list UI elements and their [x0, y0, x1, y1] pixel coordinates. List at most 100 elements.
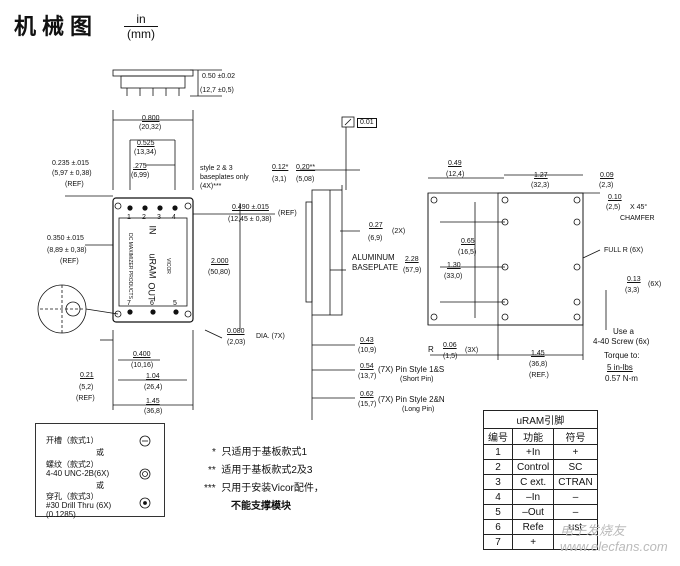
cell: +In — [511, 444, 555, 460]
label-chamfer: CHAMFER — [620, 215, 655, 222]
dim-104: 1.04 — [146, 373, 160, 380]
dim-130: 1.30 — [447, 262, 461, 269]
dim-021-mm: (5,2) — [79, 384, 94, 391]
cell: CTRAN — [553, 474, 598, 490]
dim-065: 0.65 — [461, 238, 475, 245]
pin-label-1: 1 — [127, 214, 131, 221]
footnote-2: ** 适用于基板款式2及3 — [208, 464, 312, 477]
cell: 5 — [483, 504, 513, 520]
label-x45: X 45° — [630, 204, 648, 211]
header-number: 编号 — [483, 428, 513, 445]
cell: –In — [511, 489, 555, 505]
legend-thread-spec: 4-40 UNC-2B(6X) — [46, 469, 110, 478]
footnote-4: 不能支撑模块 — [231, 500, 291, 513]
pin-label-6: 6 — [150, 300, 154, 307]
dim-ref-5: (REF.) — [529, 372, 549, 379]
dim-104-mm: (26,4) — [144, 384, 163, 391]
page-title: 机械图 — [14, 14, 99, 39]
dim-275-mm: (6,99) — [131, 172, 150, 179]
cell: + — [553, 444, 598, 460]
dim-054-mm: (13,7) — [358, 373, 377, 380]
dim-0235: 0.235 ±.015 — [52, 160, 89, 167]
label-torque-nm: 0.57 N-m — [605, 374, 638, 383]
table-row: 1+In+ — [483, 444, 598, 460]
footnote-1-text: 只适用于基板款式1 — [221, 447, 308, 458]
dim-0350: 0.350 ±.015 — [47, 235, 84, 242]
dim-0080-mm: (2,03) — [227, 339, 246, 346]
module-side-text: DC MAXIMIZER PRODUCTS — [126, 233, 133, 299]
dim-0350-mm: (8,89 ± 0,38) — [47, 247, 87, 254]
dim-ref-2: (REF) — [278, 210, 297, 217]
dim-0800-mm: (20,32) — [139, 124, 162, 131]
cell: Refe — [511, 519, 555, 535]
dim-006-mm: (1,5) — [443, 353, 458, 360]
dim-0800: 0.800 — [142, 115, 160, 122]
dim-145a-mm: (36,8) — [144, 408, 163, 415]
dim-dia-7x: DIA. (7X) — [256, 333, 285, 340]
legend-icons — [139, 435, 151, 509]
label-use: Use a — [613, 327, 634, 336]
cell: – — [553, 489, 598, 505]
footnote-3-text: 只用于安装Vicor配件， — [221, 483, 324, 494]
legend-drill-dim: (0.1285) — [46, 510, 76, 519]
label-short-pin: (Short Pin) — [400, 376, 434, 383]
pin-table-header: 编号 功能 符号 — [483, 428, 598, 445]
table-row: 4–In– — [483, 489, 598, 505]
dim-130-mm: (33,0) — [444, 273, 463, 280]
cell: 6 — [483, 519, 513, 535]
dim-013: 0.13 — [627, 276, 641, 283]
dim-009-mm: (2,3) — [599, 182, 614, 189]
cell: 3 — [483, 474, 513, 490]
dim-049: 0.49 — [448, 160, 462, 167]
dim-228: 2.28 — [405, 256, 419, 263]
cell: 2 — [483, 459, 513, 475]
legend-or-2: 或 — [96, 481, 104, 490]
label-torque: Torque to: — [604, 351, 640, 360]
dim-027-mm: (6,9) — [368, 235, 383, 242]
dim-0235-mm: (5,97 ± 0,38) — [52, 170, 92, 177]
note-baseplates-only: baseplates only — [200, 174, 249, 181]
pin-label-2: 2 — [142, 214, 146, 221]
legend-box: 开槽（款式1） 或 螺纹（款式2） 4-40 UNC-2B(6X) 或 穿孔（款… — [35, 423, 165, 519]
footnote-2-mark: ** — [208, 465, 216, 476]
dim-2000-mm: (50,80) — [208, 269, 231, 276]
cell: Control — [511, 459, 555, 475]
header-symbol: 符号 — [553, 428, 598, 445]
dim-027: 0.27 — [369, 222, 383, 229]
legend-hole: 穿孔（款式3） — [46, 492, 99, 501]
top-view — [65, 110, 275, 410]
dim-127: 1.27 — [534, 172, 548, 179]
side-view-baseplate — [300, 116, 360, 420]
dim-0525: 0.525 — [137, 140, 155, 147]
dim-012: 0.12* — [272, 164, 289, 171]
dim-0080: 0.080 — [227, 328, 245, 335]
footnote-1: * 只适用于基板款式1 — [212, 446, 307, 459]
module-in-label: IN — [147, 225, 158, 235]
dim-009: 0.09 — [600, 172, 614, 179]
dim-013-mm: (3,3) — [625, 287, 640, 294]
legend-slot: 开槽（款式1） — [46, 436, 99, 445]
dim-145b-mm: (36,8) — [529, 361, 548, 368]
footnote-2-text: 适用于基板款式2及3 — [221, 465, 313, 476]
dim-145a: 1.45 — [146, 398, 160, 405]
label-torque-value: 5 in-lbs — [607, 363, 633, 372]
dim-065-mm: (16,5) — [458, 249, 477, 256]
module-name: uRAM — [147, 253, 158, 279]
footnote-4-text: 不能支撑模块 — [231, 501, 291, 512]
pin-label-4: 4 — [172, 214, 176, 221]
cell: + — [511, 534, 555, 550]
dim-062: 0.62 — [360, 391, 374, 398]
footnote-3: *** 只用于安装Vicor配件， — [204, 482, 324, 495]
note-4x: (4X)*** — [200, 183, 222, 190]
dim-010: 0.10 — [608, 194, 622, 201]
magnified-detail-circle — [37, 284, 119, 334]
dim-228-mm: (57,9) — [403, 267, 422, 274]
dim-049-mm: (12,4) — [446, 171, 465, 178]
cell — [553, 534, 598, 550]
table-row: 7+ — [483, 534, 598, 550]
